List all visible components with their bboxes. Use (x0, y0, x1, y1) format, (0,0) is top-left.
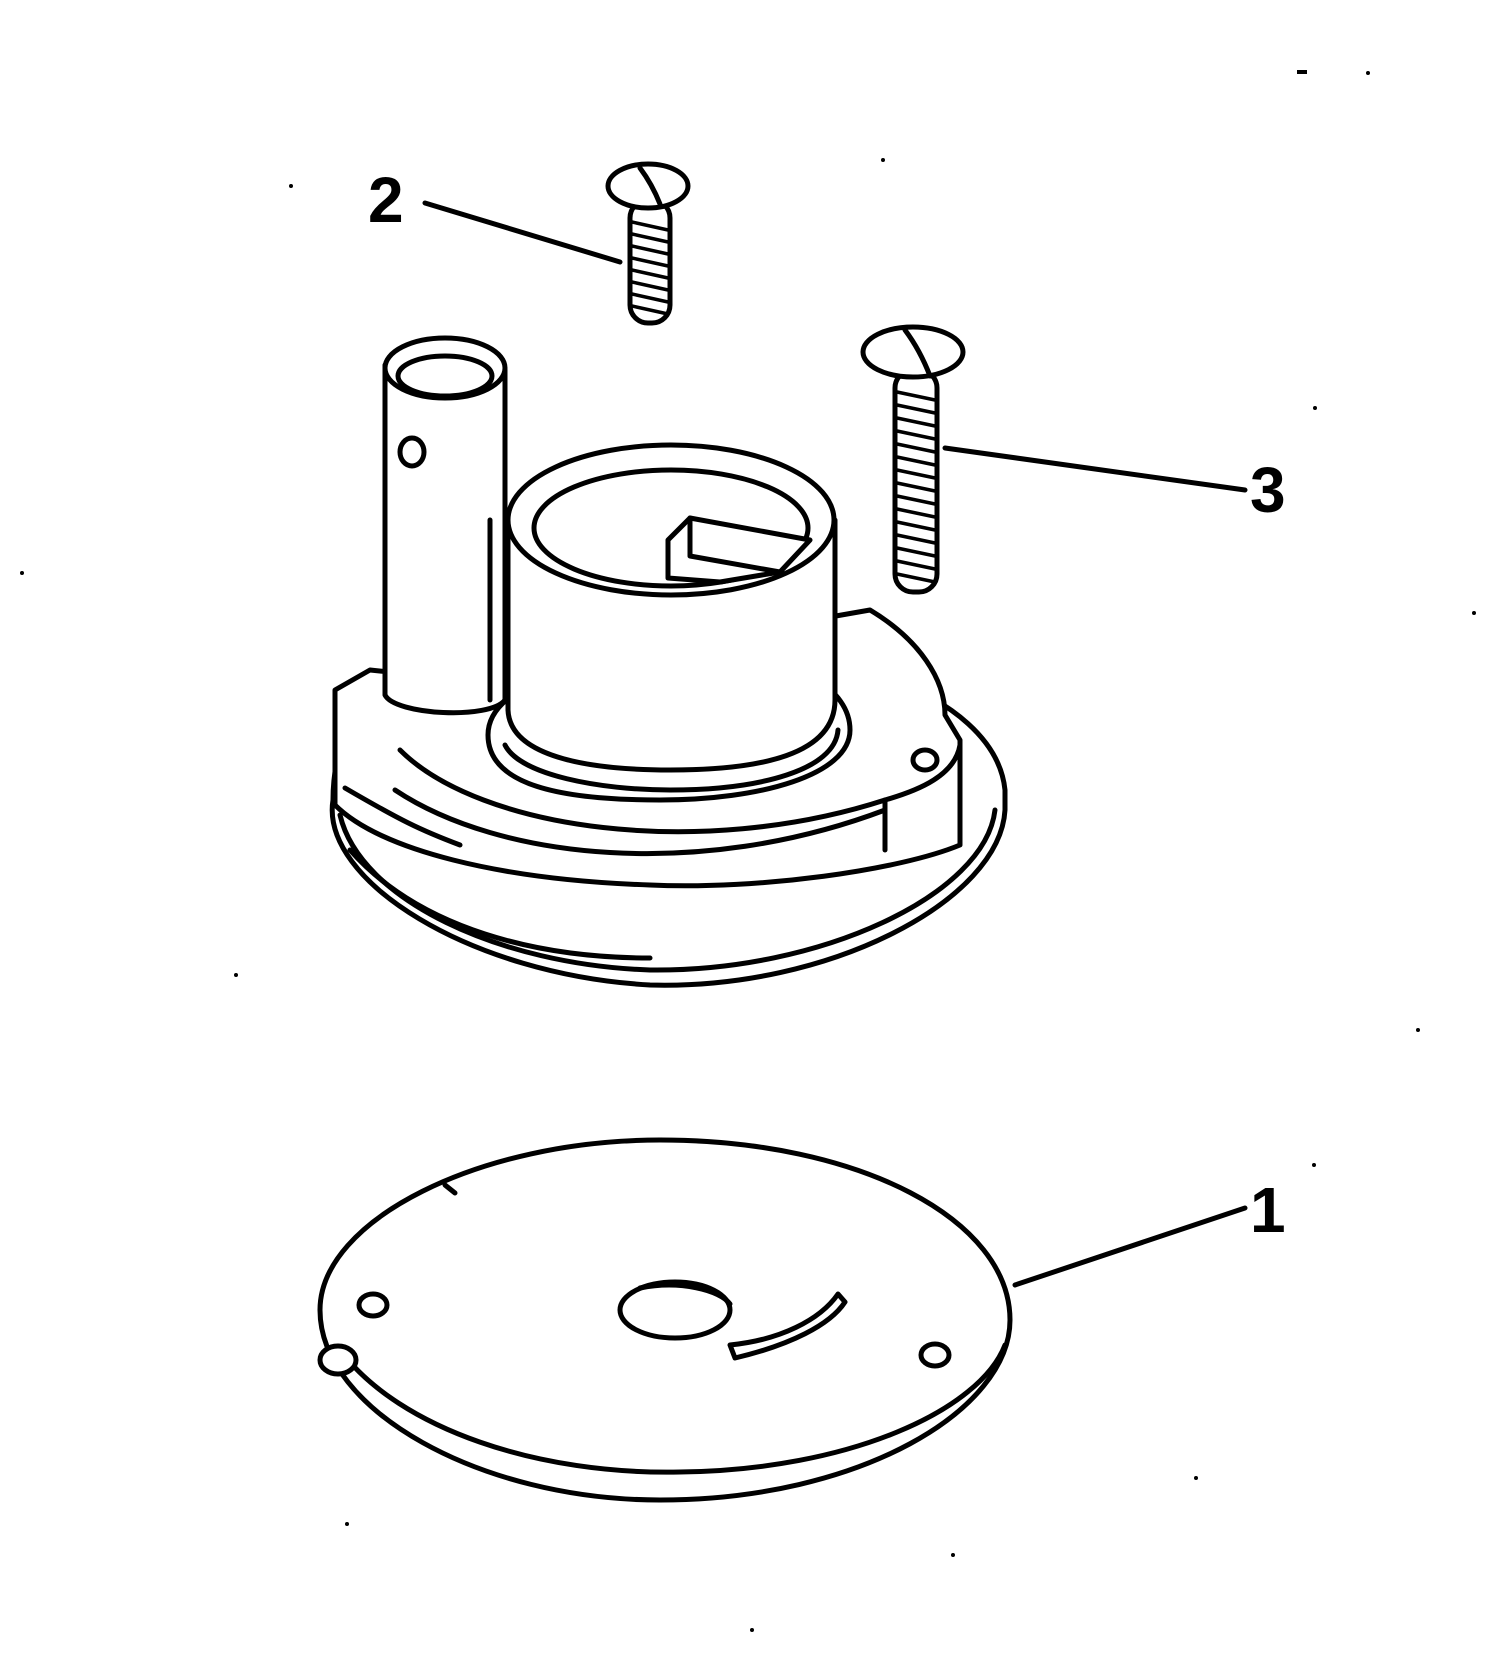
callout-1: 1 (1250, 1174, 1286, 1246)
leader-line-3 (942, 445, 1248, 493)
long-screw (860, 324, 966, 595)
leader-line-1 (1012, 1205, 1248, 1288)
scan-speckles (20, 70, 1476, 1632)
pump-housing (329, 335, 1008, 988)
short-screw (605, 161, 691, 326)
leader-line-2 (422, 200, 623, 265)
callout-3: 3 (1250, 454, 1286, 526)
callout-2: 2 (368, 164, 404, 236)
wear-plate (317, 1137, 1013, 1503)
